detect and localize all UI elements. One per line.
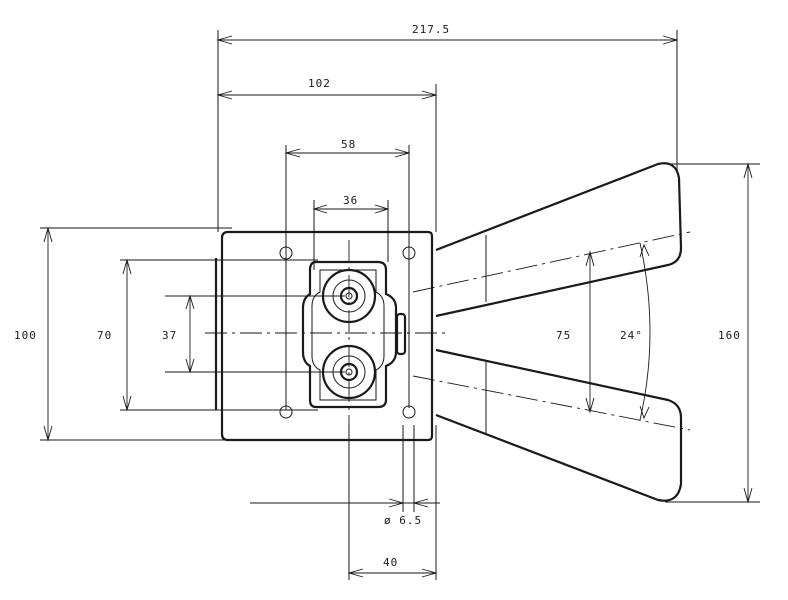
dim-width-102: 102 bbox=[308, 77, 331, 90]
dim-width-58: 58 bbox=[341, 138, 356, 151]
spray-arms bbox=[435, 162, 683, 502]
mounting-hole bbox=[279, 246, 293, 260]
dim-height-100: 100 bbox=[14, 329, 37, 342]
dimension-labels: 217.5 102 58 36 100 70 37 75 24° 160 ø 6… bbox=[14, 22, 741, 569]
valve-body bbox=[301, 260, 407, 409]
dim-width-40: 40 bbox=[383, 556, 398, 569]
mounting-hole bbox=[402, 405, 416, 419]
dim-hole-diameter: ø 6.5 bbox=[384, 514, 422, 527]
dim-width-36: 36 bbox=[343, 194, 358, 207]
extension-lines bbox=[40, 30, 760, 580]
mounting-holes bbox=[279, 246, 416, 419]
dim-height-70: 70 bbox=[97, 329, 112, 342]
mounting-hole bbox=[279, 405, 293, 419]
dim-overall-width: 217.5 bbox=[412, 23, 450, 36]
dim-height-75: 75 bbox=[556, 329, 571, 342]
arrowheads bbox=[43, 35, 753, 578]
mounting-plate bbox=[214, 230, 434, 442]
dim-angle-24: 24° bbox=[620, 329, 643, 342]
center-lines bbox=[205, 231, 691, 431]
dimension-lines bbox=[47, 39, 749, 574]
dim-height-37: 37 bbox=[162, 329, 177, 342]
mounting-hole bbox=[402, 246, 416, 260]
dim-height-160: 160 bbox=[718, 329, 741, 342]
